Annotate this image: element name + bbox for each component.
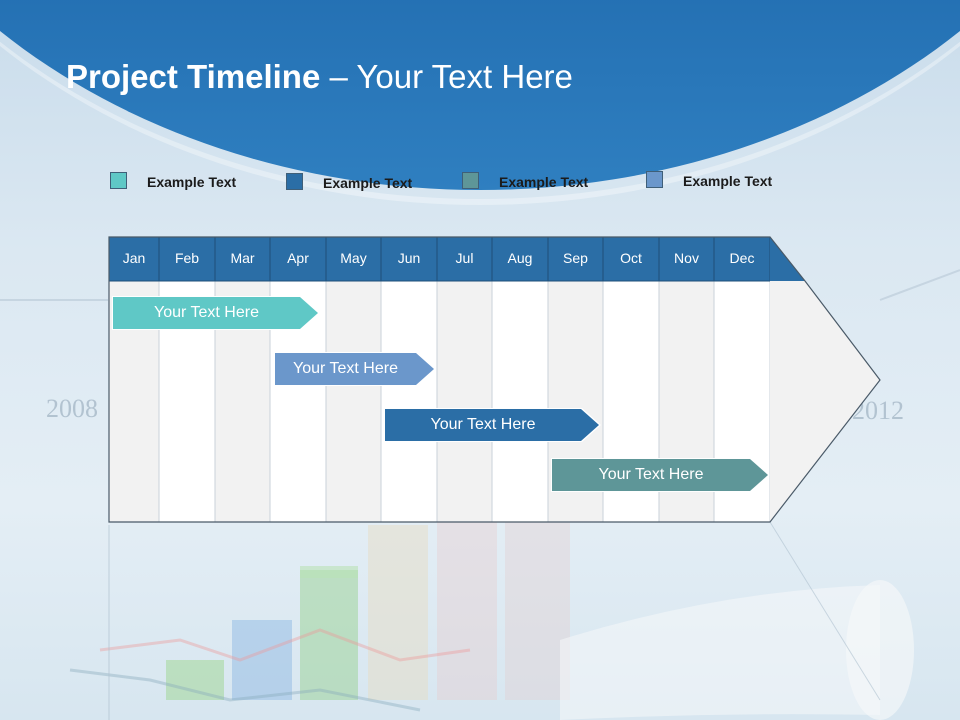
timeline-bar[interactable]: Your Text Here [551, 458, 770, 492]
header-band-edge [0, 0, 960, 205]
month-header-cell [380, 236, 438, 282]
legend-label: Example Text [147, 174, 237, 190]
legend-label: Example Text [683, 173, 773, 189]
timeline-arrow-body [770, 281, 880, 522]
month-column [380, 280, 438, 523]
month-label: Nov [674, 250, 699, 266]
month-label: Sep [563, 250, 588, 266]
month-header-cell [214, 236, 271, 282]
timeline-bar-label: Your Text Here [275, 353, 434, 385]
month-header-cell [491, 236, 549, 282]
timeline-bar-label: Your Text Here [552, 459, 768, 491]
legend-swatch [286, 173, 303, 190]
month-label: Aug [507, 250, 533, 266]
month-header-cell [158, 236, 216, 282]
timeline-bar[interactable]: Your Text Here [384, 408, 601, 442]
legend-swatch [110, 172, 127, 189]
month-label: May [340, 250, 367, 266]
timeline-bar[interactable]: Your Text Here [274, 352, 436, 386]
month-label: Jun [397, 250, 421, 266]
legend-swatch [646, 171, 663, 188]
background-year-left: 2008 [46, 394, 98, 423]
month-label: Dec [729, 250, 755, 266]
timeline-bar-label: Your Text Here [385, 409, 599, 441]
month-header-cell [108, 236, 160, 282]
month-label: Jan [122, 250, 146, 266]
month-label: Apr [287, 250, 309, 266]
legend-label: Example Text [499, 174, 589, 190]
month-label: Mar [230, 250, 255, 266]
month-label: Feb [174, 250, 200, 266]
legend-swatch [462, 172, 479, 189]
title-bold: Project Timeline [66, 58, 321, 95]
slide-title: Project Timeline – Your Text Here [66, 58, 573, 96]
timeline-outline [108, 236, 881, 523]
month-label: Jul [455, 250, 474, 266]
month-column [325, 280, 382, 523]
month-header-cell [269, 236, 327, 282]
month-column [436, 280, 493, 523]
timeline-bar[interactable]: Your Text Here [112, 296, 320, 330]
month-column [491, 280, 549, 523]
title-rest: – Your Text Here [320, 58, 573, 95]
legend-label: Example Text [323, 175, 413, 191]
month-header-cell [436, 236, 493, 282]
month-header-cell [602, 236, 660, 282]
month-label: Oct [620, 250, 642, 266]
timeline-bar-label: Your Text Here [113, 297, 318, 329]
